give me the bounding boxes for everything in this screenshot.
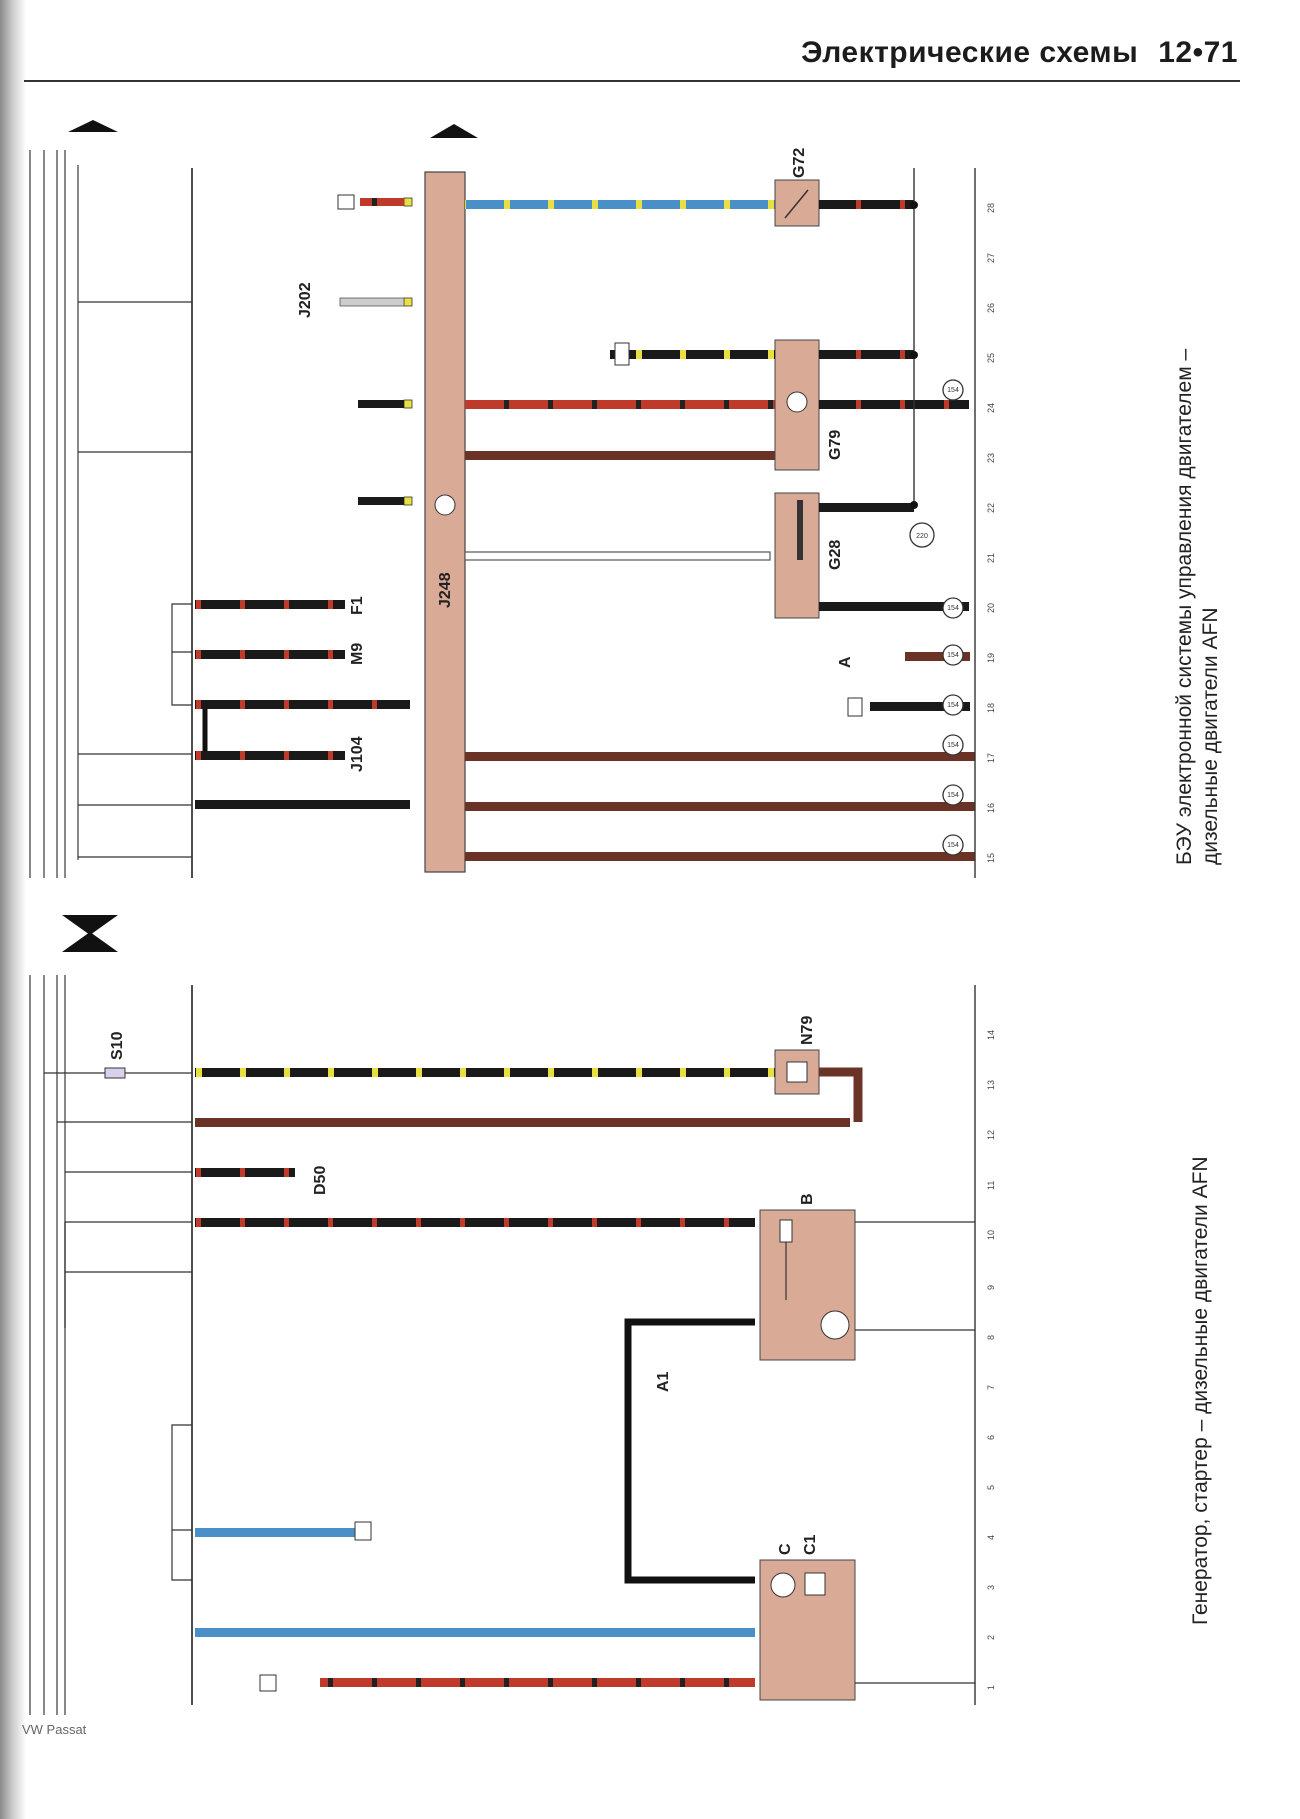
label-d50: D50 <box>312 1166 329 1195</box>
track-22: 22 <box>986 503 996 513</box>
ground-ref-7: 154 <box>947 842 959 849</box>
track-16: 16 <box>986 803 996 813</box>
track-2: 2 <box>986 1635 996 1640</box>
page-number: 12•71 <box>1158 36 1238 69</box>
power-bus <box>29 150 79 878</box>
separator-arrow-up-icon <box>62 915 118 935</box>
page-header: Электрические схемы 12•71 <box>801 36 1238 70</box>
ecu-symbol-icon <box>434 494 456 516</box>
track-3: 3 <box>986 1585 996 1590</box>
bottom-caption: Генератор, стартер – дизельные двигатели… <box>1188 1156 1214 1625</box>
starter-motor-icon <box>820 1310 850 1340</box>
track-26: 26 <box>986 303 996 313</box>
track-9: 9 <box>986 1285 996 1290</box>
track-20: 20 <box>986 603 996 613</box>
track-11: 11 <box>986 1181 996 1190</box>
top-center-arrow-icon <box>430 124 478 138</box>
track-21: 21 <box>986 553 996 563</box>
top-caption-line-2: дизельные двигатели AFN <box>1199 607 1222 866</box>
label-relay: J202 <box>297 282 314 318</box>
ecu-block <box>424 171 466 873</box>
track-14: 14 <box>986 1030 996 1040</box>
track-7: 7 <box>986 1385 996 1390</box>
header-rule <box>24 80 1240 82</box>
label-s10: S10 <box>109 1031 126 1060</box>
book-spine <box>0 0 26 1819</box>
label-ecu: J248 <box>437 572 454 608</box>
ground-ref-5: 154 <box>947 742 959 749</box>
track-23: 23 <box>986 453 996 463</box>
separator-arrow-down-icon <box>62 932 118 952</box>
label-m9: M9 <box>349 643 366 665</box>
track-25: 25 <box>986 353 996 363</box>
ground-ref-6: 154 <box>947 792 959 799</box>
label-alternator-c: C <box>777 1543 794 1555</box>
label-n79: N79 <box>799 1016 816 1045</box>
track-15: 15 <box>986 853 996 863</box>
track-4: 4 <box>986 1535 996 1540</box>
bus-connections <box>78 301 192 858</box>
top-diagram: 154 154 154 154 154 154 154 220 J248 J20… <box>29 120 996 878</box>
label-fuse: F1 <box>349 596 366 615</box>
label-g79: G79 <box>827 430 844 460</box>
track-13: 13 <box>986 1080 996 1090</box>
label-point-a: A <box>837 656 854 668</box>
label-starter-b: B <box>799 1193 816 1205</box>
ground-ref-8: 220 <box>916 533 928 540</box>
track-10: 10 <box>986 1230 996 1240</box>
track-18: 18 <box>986 703 996 713</box>
label-j104: J104 <box>349 736 366 772</box>
label-regulator-c1: C1 <box>802 1534 819 1555</box>
top-left-arrow-icon <box>68 120 118 132</box>
ground-ref-3: 154 <box>947 652 959 659</box>
track-6: 6 <box>986 1435 996 1440</box>
ground-ref-2: 154 <box>947 605 959 612</box>
bottom-caption-text: Генератор, стартер – дизельные двигатели… <box>1189 1156 1212 1625</box>
fuse-s10-icon <box>104 1067 126 1079</box>
track-1: 1 <box>986 1685 996 1690</box>
track-17: 17 <box>986 753 996 763</box>
track-27: 27 <box>986 253 996 263</box>
label-a1: A1 <box>655 1371 672 1392</box>
top-caption: БЭУ электронной системы управления двига… <box>1172 349 1224 865</box>
label-g72: G72 <box>791 148 808 178</box>
ground-ref-1: 154 <box>947 387 959 394</box>
track-5: 5 <box>986 1485 996 1490</box>
ground-ref-4: 154 <box>947 702 959 709</box>
header-title: Электрические схемы <box>801 36 1139 69</box>
track-28: 28 <box>986 203 996 213</box>
alternator-icon <box>770 1572 796 1598</box>
track-12: 12 <box>986 1130 996 1140</box>
label-g28: G28 <box>827 540 844 570</box>
bottom-diagram: N79 B C C1 D50 S10 A1 1 2 3 4 5 6 7 8 9 … <box>29 975 996 1715</box>
top-caption-line-1: БЭУ электронной системы управления двига… <box>1173 348 1196 865</box>
footer-text: VW Passat <box>22 1722 87 1737</box>
bottom-power-bus <box>29 975 66 1715</box>
track-19: 19 <box>986 653 996 663</box>
track-8: 8 <box>986 1335 996 1340</box>
track-24: 24 <box>986 403 996 413</box>
